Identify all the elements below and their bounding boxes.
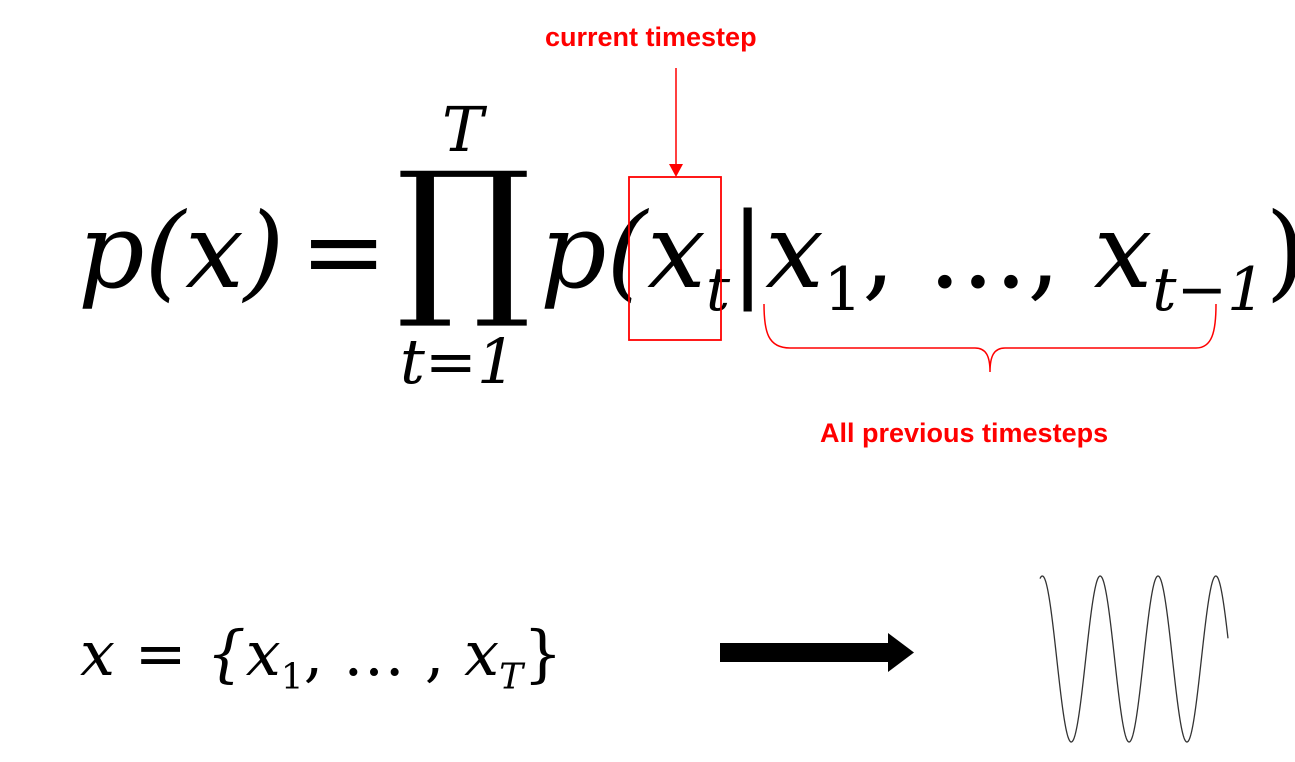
sequence-arrow-shaft [720,643,890,662]
equation-lhs: p(x) [78,190,285,312]
sequence-arrow-head [888,633,914,672]
sine-waveform [1039,575,1229,743]
current-timestep-arrow-head [669,164,683,177]
previous-timesteps-label: All previous timesteps [820,418,1109,448]
current-timestep-var: x [647,190,706,312]
product-upper-limit: T [442,93,484,166]
product-lower-limit: t=1 [400,325,517,398]
product-symbol: ∏ [396,136,532,334]
conditional-probability: p(xt|x1, ..., xt−1) [540,190,1295,325]
sequence-equation: x = {x1, … , xT} [80,617,563,698]
equation-equals-sign: = [300,190,388,312]
current-timestep-label: current timestep [545,22,757,52]
